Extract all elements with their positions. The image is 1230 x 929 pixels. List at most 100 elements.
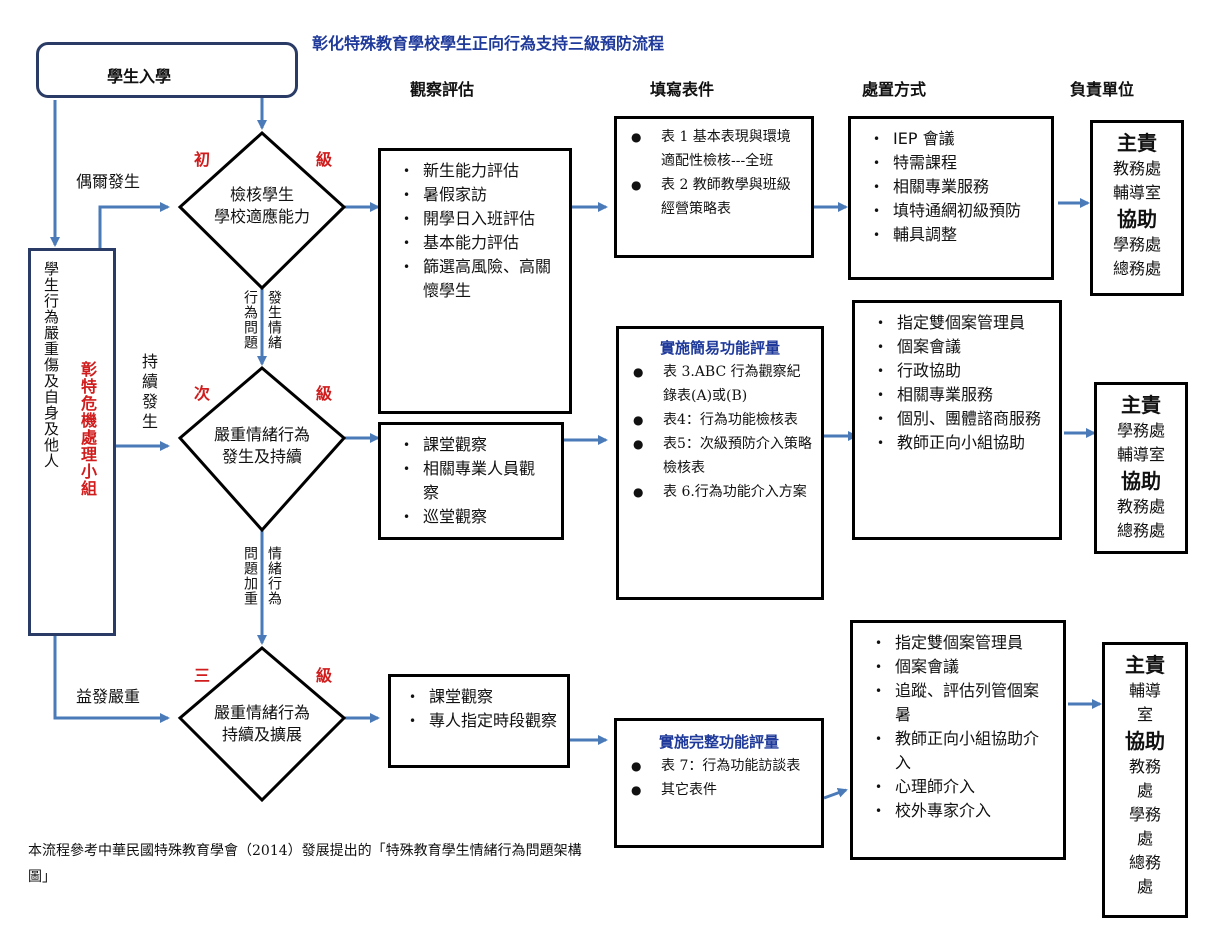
resp-l2-main-2: 輔導室: [1116, 445, 1165, 464]
start-label: 學生入學: [107, 67, 172, 86]
resp-l2-assist-2: 總務處: [1116, 521, 1165, 540]
list-item: 表4：行為功能檢核表: [627, 408, 813, 432]
observe-list-l2: 課堂觀察 相關專業人員觀察 巡堂觀察: [397, 433, 547, 529]
handle-box-l2: 指定雙個案管理員 個案會議 行政協助 相關專業服務 個別、團體諮商服務 教師正向…: [852, 300, 1062, 540]
resp-l2-assist-label: 協助: [1121, 469, 1161, 493]
list-item: 表 2 教師教學與班級經營策略表: [625, 173, 801, 221]
diamond-l3-line2: 持續及擴展: [221, 725, 302, 744]
label-occasional: 偶爾發生: [76, 172, 141, 191]
sidebox-left-text: 學生行為嚴重傷及自身及他人: [42, 261, 60, 469]
list-item: 表 6.行為功能介入方案: [627, 480, 813, 504]
diamond-l3: [177, 646, 347, 803]
level2-char-b: 級: [316, 384, 333, 403]
list-item: 表5：次級預防介入策略檢核表: [627, 432, 813, 480]
list-item: 課堂觀察: [397, 433, 547, 457]
list-item: 個案會議: [871, 335, 1049, 359]
arrow-sidebox-to-l1: [98, 202, 170, 248]
list-item: IEP 會議: [867, 127, 1041, 151]
resp-box-l2: 主責 學務處 輔導室 協助 教務處 總務處: [1094, 382, 1188, 554]
forms-list-l1: 表 1 基本表現與環境適配性檢核---全班 表 2 教師教學與班級經營策略表: [625, 125, 801, 221]
resp-l3-assist-5: 總務: [1128, 853, 1161, 872]
list-item: 心理師介入: [869, 775, 1053, 799]
resp-l3-assist-label: 協助: [1125, 729, 1165, 753]
list-item: 篩選高風險、高關懷學生: [397, 255, 555, 303]
observe-list-l1: 新生能力評估 暑假家訪 開學日入班評估 基本能力評估 篩選高風險、高關懷學生: [397, 159, 555, 303]
header-forms: 填寫表件: [650, 80, 715, 99]
level1-char-a: 初: [194, 150, 211, 169]
list-item: 特需課程: [867, 151, 1041, 175]
diamond-l1-line2: 學校適應能力: [213, 207, 310, 226]
list-item: 新生能力評估: [397, 159, 555, 183]
sidebox-right-text: 彰特危機處理小組: [78, 361, 97, 497]
list-item: 個案會議: [869, 655, 1053, 679]
resp-l3-assist-1: 教務: [1128, 757, 1161, 776]
list-item: 基本能力評估: [397, 231, 555, 255]
vlabel-1a: 發生情緒: [266, 290, 282, 350]
header-observe: 觀察評估: [410, 80, 475, 99]
forms-box-l2: 實施簡易功能評量 表 3.ABC 行為觀察紀錄表(A)或(B) 表4：行為功能檢…: [616, 326, 824, 600]
list-item: 校外專家介入: [869, 799, 1053, 823]
diamond-l2-line1: 嚴重情緒行為: [213, 425, 310, 444]
page-title: 彰化特殊教育學校學生正向行為支持三級預防流程: [312, 34, 665, 53]
resp-l1-assist-2: 總務處: [1112, 259, 1161, 278]
list-item: 指定雙個案管理員: [869, 631, 1053, 655]
resp-l3-assist-3: 學務: [1128, 805, 1161, 824]
start-box: 學生入學: [36, 42, 298, 98]
forms-heading-l3: 實施完整功能評量: [658, 733, 779, 751]
list-item: 個別、團體諮商服務: [871, 407, 1049, 431]
resp-box-l3: 主責 輔導 室 協助 教務 處 學務 處 總務 處: [1102, 642, 1188, 918]
resp-l3-assist-6: 處: [1136, 877, 1153, 896]
level2-char-a: 次: [194, 384, 211, 403]
diamond-l1: [177, 130, 347, 291]
resp-l3-main-label: 主責: [1125, 653, 1165, 677]
list-item: 指定雙個案管理員: [871, 311, 1049, 335]
resp-box-l1: 主責 教務處 輔導室 協助 學務處 總務處: [1090, 120, 1184, 296]
list-item: 其它表件: [625, 778, 813, 802]
list-item: 相關專業服務: [867, 175, 1041, 199]
level3-char-b: 級: [316, 666, 333, 685]
resp-l1-main-label: 主責: [1117, 131, 1157, 155]
resp-l1-assist-label: 協助: [1117, 207, 1157, 231]
observe-box-l2: 課堂觀察 相關專業人員觀察 巡堂觀察: [378, 422, 564, 540]
forms-box-l3: 實施完整功能評量 表 7：行為功能訪談表 其它表件: [614, 718, 824, 848]
handle-list-l2: 指定雙個案管理員 個案會議 行政協助 相關專業服務 個別、團體諮商服務 教師正向…: [871, 311, 1049, 455]
list-item: 巡堂觀察: [397, 505, 547, 529]
reference-note: 本流程參考中華民國特殊教育學會（2014）發展提出的「特殊教育學生情緒行為問題架…: [28, 843, 582, 885]
list-item: 表 1 基本表現與環境適配性檢核---全班: [625, 125, 801, 173]
list-item: 表 7：行為功能訪談表: [625, 754, 813, 778]
forms-list-l2: 表 3.ABC 行為觀察紀錄表(A)或(B) 表4：行為功能檢核表 表5：次級預…: [627, 360, 813, 504]
diamond-l3-line1: 嚴重情緒行為: [213, 703, 310, 722]
resp-l1-main-2: 輔導室: [1112, 183, 1161, 202]
resp-l3-assist-2: 處: [1136, 781, 1153, 800]
vlabel-1b: 行為問題: [242, 290, 258, 350]
list-item: 表 3.ABC 行為觀察紀錄表(A)或(B): [627, 360, 813, 408]
list-item: 行政協助: [871, 359, 1049, 383]
diamond-l2-line2: 發生及持續: [221, 447, 302, 466]
list-item: 填特通網初級預防: [867, 199, 1041, 223]
resp-l3-assist-4: 處: [1136, 829, 1153, 848]
list-item: 開學日入班評估: [397, 207, 555, 231]
observe-box-l3: 課堂觀察 專人指定時段觀察: [388, 674, 570, 768]
handle-box-l3: 指定雙個案管理員 個案會議 追蹤、評估列管個案暑 教師正向小組協助介入 心理師介…: [850, 620, 1066, 860]
label-continuous: 持續發生: [142, 352, 159, 431]
diamond-l2-text: 嚴重情緒行為 發生及持續: [192, 424, 332, 468]
list-item: 教師正向小組協助: [871, 431, 1049, 455]
level3-char-a: 三: [194, 666, 211, 685]
diamond-l3-text: 嚴重情緒行為 持續及擴展: [192, 702, 332, 746]
observe-box-l1: 新生能力評估 暑假家訪 開學日入班評估 基本能力評估 篩選高風險、高關懷學生: [378, 148, 572, 414]
diamond-l1-line1: 檢核學生: [229, 185, 294, 204]
observe-list-l3: 課堂觀察 專人指定時段觀察: [403, 685, 557, 733]
resp-l3-main-1: 輔導: [1128, 681, 1161, 700]
list-item: 暑假家訪: [397, 183, 555, 207]
forms-heading-l2: 實施簡易功能評量: [659, 339, 780, 357]
list-item: 相關專業服務: [871, 383, 1049, 407]
arrow-sidebox-to-l3: [53, 636, 170, 723]
header-resp: 負責單位: [1070, 80, 1135, 99]
forms-box-l1: 表 1 基本表現與環境適配性檢核---全班 表 2 教師教學與班級經營策略表: [614, 116, 814, 258]
resp-l1-assist-1: 學務處: [1112, 235, 1161, 254]
resp-l2-main-label: 主責: [1121, 393, 1161, 417]
list-item: 教師正向小組協助介入: [869, 727, 1053, 775]
resp-l1-main-1: 教務處: [1112, 159, 1161, 178]
list-item: 專人指定時段觀察: [403, 709, 557, 733]
